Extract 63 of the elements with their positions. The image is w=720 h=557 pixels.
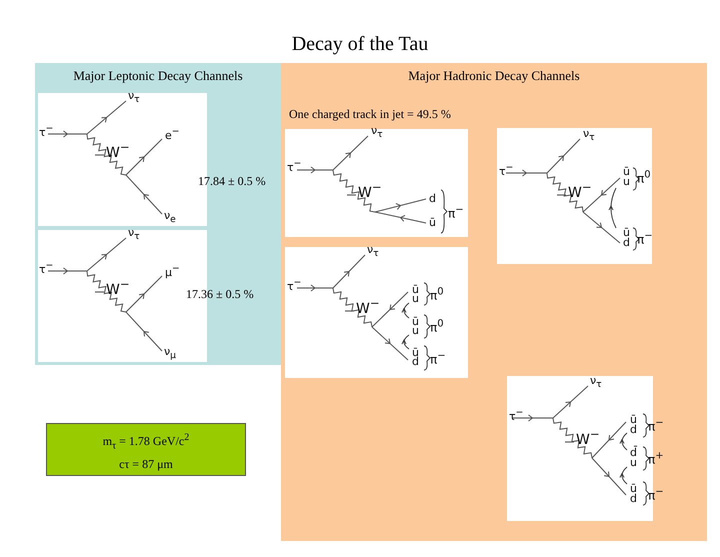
feynman-diagram-panel	[497, 128, 652, 264]
particle-label: ū	[630, 414, 637, 426]
particle-label: π$^{−}$	[637, 230, 653, 246]
particle-label: ū	[412, 347, 419, 359]
feynman-diagram-panel	[285, 129, 468, 237]
particle-label: π$^{−}$	[430, 350, 446, 366]
particle-label: d	[630, 424, 637, 436]
particle-label: τ$^{−}$	[39, 260, 54, 276]
particle-label: ν$_{τ}$	[128, 90, 140, 106]
particle-label: d	[630, 493, 637, 505]
particle-label: ν$_{τ}$	[590, 374, 602, 392]
particle-label: e$^{−}$	[165, 126, 180, 142]
particle-label: ū	[412, 284, 419, 296]
particle-label: ū	[623, 227, 630, 239]
particle-label: u	[623, 176, 630, 188]
particle-label: d	[412, 356, 419, 368]
particle-label: d	[623, 237, 630, 249]
particle-label: τ$^{−}$	[509, 407, 524, 423]
particle-label: π$^{0}$	[637, 168, 651, 186]
info-box	[46, 423, 246, 476]
particle-label: d	[429, 193, 436, 205]
particle-label: ν$_{τ}$	[371, 124, 383, 142]
particle-label: π$^{+}$	[648, 450, 664, 466]
particle-label: ū	[630, 483, 637, 495]
percentage-label: 17.84 ± 0.5 %	[198, 174, 266, 188]
particle-label: ν$_{τ}$	[128, 226, 140, 244]
particle-label: ν$_{τ}$	[367, 244, 379, 260]
particle-label: π$^{0}$	[430, 286, 444, 302]
particle-label: π$^{−}$	[448, 204, 464, 220]
title: Decay of the Tau	[290, 32, 430, 56]
particle-label: τ$^{−}$	[287, 277, 302, 293]
particle-label: W$^{−}$	[576, 426, 600, 448]
particle-label: τ$^{−}$	[499, 162, 514, 178]
particle-label: W$^{−}$	[358, 179, 382, 201]
particle-label: W$^{−}$	[356, 295, 380, 317]
particle-label: W$^{−}$	[568, 179, 592, 201]
particle-label: ν$_{e}$	[164, 210, 176, 226]
particle-label: ν$_{μ}$	[164, 346, 176, 362]
percentage-label: 17.36 ± 0.5 %	[186, 287, 254, 301]
particle-label: W$^{−}$	[106, 139, 130, 161]
panel-heading: Major Leptonic Decay Channels	[72, 68, 244, 84]
particle-label: u	[630, 457, 637, 469]
particle-label: ū	[429, 217, 436, 229]
particle-label: μ$^{−}$	[165, 263, 180, 279]
particle-label: ū	[412, 316, 419, 328]
particle-label: π$^{0}$	[430, 318, 444, 334]
panel	[35, 63, 281, 365]
particle-label: τ$^{−}$	[287, 158, 302, 174]
particle-label: ū	[623, 166, 630, 178]
particle-label: ν$_{τ}$	[583, 128, 595, 144]
panel-heading: Major Hadronic Decay Channels	[407, 68, 581, 84]
note-text: One charged track in jet = 49.5 %	[289, 107, 451, 121]
feynman-diagram-panel	[285, 247, 468, 378]
formula-text: cτ = 87 μm	[118, 456, 174, 472]
particle-label: d̄	[630, 447, 637, 459]
particle-label: π$^{−}$	[648, 486, 664, 502]
particle-label: W$^{−}$	[106, 276, 130, 298]
particle-label: u	[412, 325, 419, 337]
formula-text: m$_{τ}$ = 1.78 GeV/c$^{2}$	[102, 431, 190, 454]
panel	[281, 63, 707, 541]
particle-label: π$^{−}$	[648, 416, 664, 434]
particle-label: u	[412, 293, 419, 305]
particle-label: τ$^{−}$	[39, 123, 54, 139]
